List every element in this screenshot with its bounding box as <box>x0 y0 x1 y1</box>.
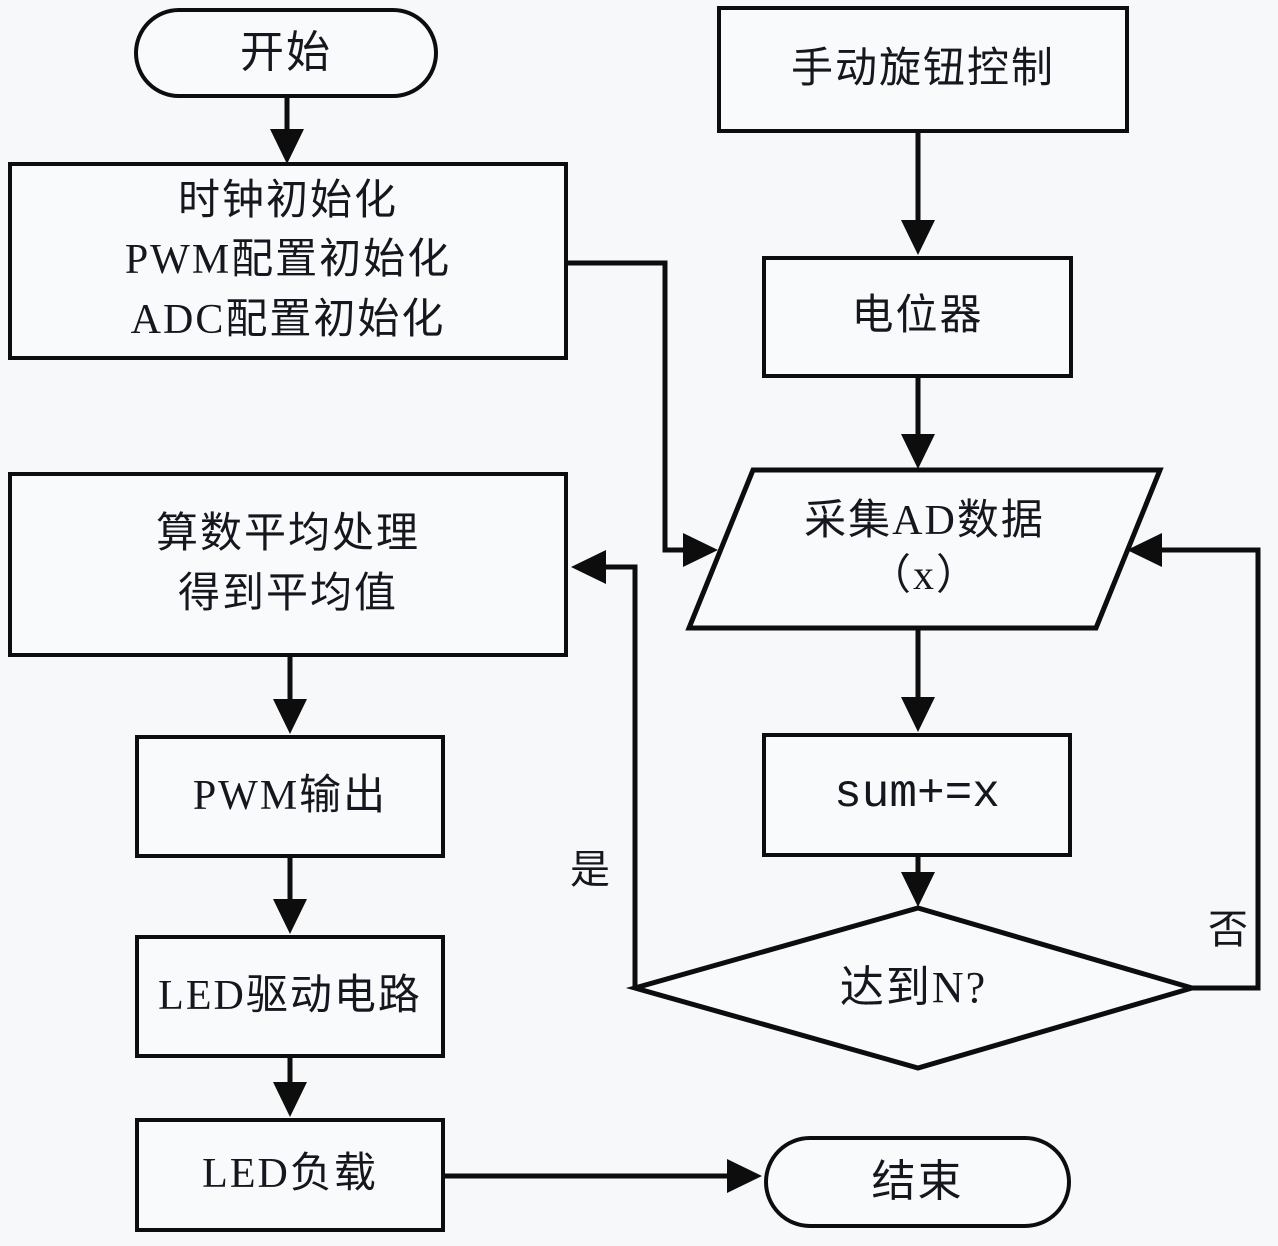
arrow-potentiometer-to-collect <box>901 376 935 469</box>
manual-knob-node: 手动旋钮控制 <box>717 6 1129 133</box>
potentiometer-node: 电位器 <box>762 256 1073 378</box>
collect-ad-parallelogram <box>685 467 1164 631</box>
start-label: 开始 <box>240 27 332 77</box>
init-line-clock: 时钟初始化 <box>177 177 398 224</box>
pwm-output-node: PWM输出 <box>135 735 445 858</box>
led-load-node: LED负载 <box>135 1118 445 1232</box>
arrow-manual-to-potentiometer <box>901 131 935 255</box>
init-line-pwm: PWM配置初始化 <box>124 237 452 284</box>
init-line-adc: ADC配置初始化 <box>130 296 446 343</box>
arrow-sum-to-decision <box>901 855 935 907</box>
arrow-pwm-to-driver <box>273 856 307 934</box>
arrow-collect-to-sum <box>901 628 935 732</box>
arrow-average-to-pwm <box>273 655 307 734</box>
led-driver-label: LED驱动电路 <box>158 972 422 1019</box>
arrow-load-to-end <box>443 1159 762 1193</box>
no-edge-label: 否 <box>1208 907 1248 952</box>
average-node: 算数平均处理 得到平均值 <box>8 472 568 657</box>
manual-knob-label: 手动旋钮控制 <box>790 45 1055 92</box>
end-node: 结束 <box>764 1136 1071 1228</box>
arrow-start-to-init <box>270 98 304 164</box>
connector-yes-to-average <box>571 550 638 988</box>
potentiometer-label: 电位器 <box>851 293 984 340</box>
led-load-label: LED负载 <box>202 1151 378 1198</box>
sum-node: sum+=x <box>762 733 1072 857</box>
pwm-output-label: PWM输出 <box>192 772 388 819</box>
end-label: 结束 <box>871 1156 964 1206</box>
init-node: 时钟初始化 PWM配置初始化 ADC配置初始化 <box>8 162 568 360</box>
average-line2: 得到平均值 <box>177 570 398 617</box>
arrow-driver-to-load <box>273 1056 307 1117</box>
connector-init-to-collect <box>568 260 718 567</box>
start-node: 开始 <box>134 8 438 98</box>
led-driver-node: LED驱动电路 <box>135 935 445 1058</box>
yes-edge-label: 是 <box>570 847 610 892</box>
connector-no-loop <box>1127 533 1261 991</box>
sum-label: sum+=x <box>834 768 1000 821</box>
average-line1: 算数平均处理 <box>155 510 420 557</box>
decision-diamond <box>625 905 1201 1071</box>
